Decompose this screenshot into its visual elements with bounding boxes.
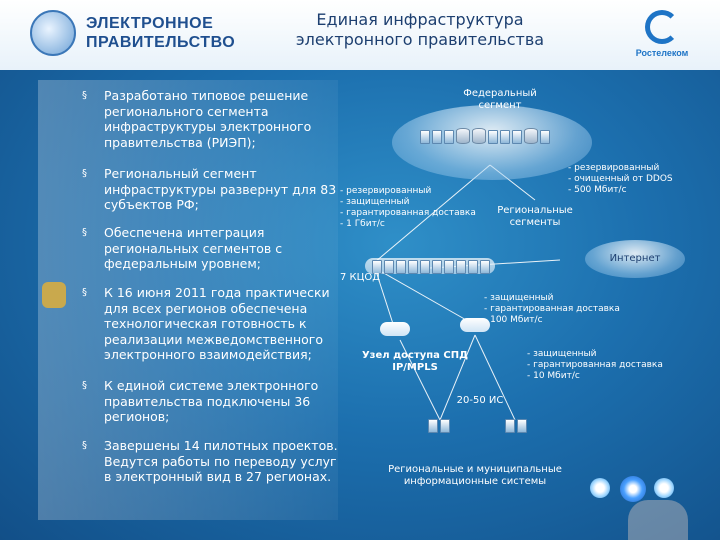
server-icon [420, 260, 430, 274]
federal-servers [420, 128, 552, 148]
note-line: - очищенный от DDOS [568, 174, 718, 185]
regional-segments-line-2: сегменты [490, 217, 580, 229]
server-icon [488, 130, 498, 144]
note-line: - защищенный [527, 349, 677, 360]
is-cluster-left [428, 418, 452, 437]
nav-circle-button-active[interactable] [620, 476, 646, 502]
database-icon [472, 128, 486, 144]
server-icon [428, 419, 438, 433]
server-icon [420, 130, 430, 144]
regional-systems-line-2: информационные системы [370, 476, 580, 488]
server-icon [444, 130, 454, 144]
spd-node-right [460, 318, 490, 332]
server-icon [468, 260, 478, 274]
note-line: - резервированный [340, 186, 480, 197]
nav-circle-button[interactable] [590, 478, 610, 498]
server-icon [505, 419, 515, 433]
is-count-label: 20-50 ИС [450, 395, 510, 407]
note-federal-left: - резервированный - защищенный - гаранти… [340, 186, 480, 230]
note-federal-right: - резервированный - очищенный от DDOS - … [568, 163, 718, 196]
internet-label: Интернет [590, 253, 680, 265]
server-icon [444, 260, 454, 274]
note-line: - 500 Мбит/с [568, 185, 718, 196]
spd-node-line-1: Узел доступа СПД [355, 350, 475, 362]
note-line: - гарантированная доставка [340, 208, 480, 219]
database-icon [456, 128, 470, 144]
spd-node-line-2: IP/MPLS [355, 362, 475, 374]
note-line: - 100 Мбит/с [484, 315, 634, 326]
regional-servers [372, 259, 492, 278]
is-cluster-right [505, 418, 529, 437]
note-line: - 1 Гбит/с [340, 219, 480, 230]
note-line: - гарантированная доставка [484, 304, 634, 315]
spd-node-label: Узел доступа СПД IP/MPLS [355, 350, 475, 374]
regional-systems-label: Региональные и муниципальные информацион… [370, 464, 580, 488]
server-icon [500, 130, 510, 144]
server-icon [432, 260, 442, 274]
server-icon [540, 130, 550, 144]
connector-line [440, 335, 475, 420]
note-line: - защищенный [340, 197, 480, 208]
regional-segments-label: Региональные сегменты [490, 205, 580, 229]
hand-pointer-icon [628, 500, 688, 540]
connector-line [475, 335, 515, 420]
note-line: - резервированный [568, 163, 718, 174]
note-line: - защищенный [484, 293, 634, 304]
server-icon [456, 260, 466, 274]
nav-circle-button[interactable] [654, 478, 674, 498]
server-icon [512, 130, 522, 144]
note-low: - защищенный - гарантированная доставка … [527, 349, 677, 382]
server-icon [432, 130, 442, 144]
server-icon [384, 260, 394, 274]
federal-segment-label: Федеральный сегмент [455, 88, 545, 112]
note-mid: - защищенный - гарантированная доставка … [484, 293, 634, 326]
federal-segment-line-2: сегмент [455, 100, 545, 112]
federal-segment-line-1: Федеральный [455, 88, 545, 100]
database-icon [524, 128, 538, 144]
server-icon [396, 260, 406, 274]
kcod-label: 7 КЦОД [340, 272, 385, 284]
spd-node-left [380, 322, 410, 336]
regional-segments-line-1: Региональные [490, 205, 580, 217]
note-line: - гарантированная доставка [527, 360, 677, 371]
server-icon [408, 260, 418, 274]
server-icon [440, 419, 450, 433]
server-icon [517, 419, 527, 433]
regional-systems-line-1: Региональные и муниципальные [370, 464, 580, 476]
server-icon [480, 260, 490, 274]
note-line: - 10 Мбит/с [527, 371, 677, 382]
